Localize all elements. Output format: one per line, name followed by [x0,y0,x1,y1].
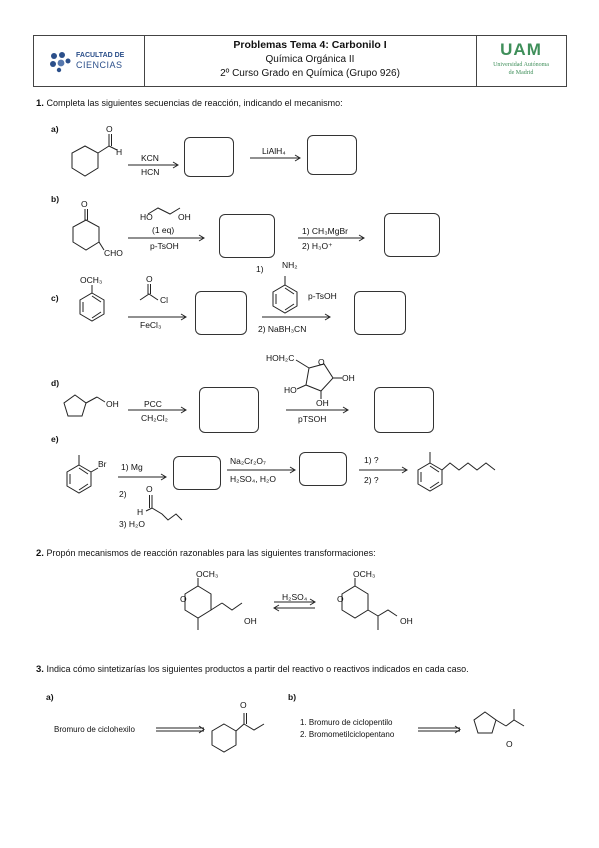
q1e-ald-o: O [146,484,153,494]
q3a-reactant: Bromuro de ciclohexilo [54,725,135,734]
q1e-label: e) [51,434,59,444]
q1a-atom-o: O [106,124,113,134]
q2-ome-right: OCH₃ [353,569,376,579]
q1c-ome: OCH₃ [80,275,103,285]
q1d-sugar-oh-right: OH [342,373,355,383]
q1d-sugar-ho-left: HO [284,385,297,395]
faculty-logo-line1: FACULTAD DE [76,52,125,59]
q1c-acyl-o: O [146,274,153,284]
q3a-label: a) [46,692,54,702]
q1b-answer-box-2[interactable] [384,213,440,257]
q1-number: 1. [36,98,44,109]
course-name: 2º Curso Grado en Química (Grupo 926) [220,68,400,79]
q2-oh-right: OH [400,616,413,626]
q1a-reagent2-top: LiAlH₄ [262,146,286,156]
q1e-ald-h: H [137,507,144,517]
q1e-br: Br [98,459,107,469]
q3b-reactant1: 1. Bromuro de ciclopentilo [300,718,393,727]
q1a-answer-box-1[interactable] [184,137,234,177]
q1d-sugar-o: O [318,357,325,367]
q1c-reagent2-cat: p-TsOH [308,291,337,301]
q2-o-left: O [180,594,187,604]
header-table: FACULTAD DE CIENCIAS Problemas Tema 4: C… [33,35,567,87]
q1d-label: d) [51,378,60,388]
q1b-group-cho: CHO [104,248,123,258]
q1d-sugar-oh-bottom: OH [316,398,329,408]
q1a-reagent1-bottom: HCN [141,167,160,177]
q1c-reagent2-step1: 1) [256,264,264,274]
q1d-reagent2-bottom: pTSOH [298,414,327,424]
q1e-reagent1-step1: 1) Mg [121,462,143,472]
q1b-label: b) [51,194,60,204]
q1b-reagent2-bottom: 2) H₃O⁺ [302,241,333,251]
q3b-o: O [506,739,513,749]
q3a-o: O [240,700,247,710]
q1e-reagent1-step2: 2) [119,489,127,499]
q1c-aniline-nh2: NH₂ [282,260,298,270]
q1-text: Completa las siguientes secuencias de re… [46,98,343,108]
q1b-answer-box-1[interactable] [219,214,275,258]
q2-oh-left: OH [244,616,257,626]
page-title: Problemas Tema 4: Carbonilo I [233,39,387,51]
q1d-sugar-hoh2c: HOH₂C [266,353,295,363]
q3-number: 3. [36,664,44,675]
q1c-reagent1-bottom: FeCl₃ [140,320,162,330]
q3-statement: 3. Indica cómo sintetizarías los siguien… [36,664,469,675]
q1b-reagent1-bottom: p-TsOH [150,241,179,251]
q3b-reactant2: 2. Bromometilciclopentano [300,730,395,739]
q1b-diol-ho: HO [140,212,153,222]
q1e-answer-box-2[interactable] [299,452,347,486]
q1e-reagent3-top: 1) ? [364,455,379,465]
q1a-answer-box-2[interactable] [307,135,357,175]
q2-text: Propón mecanismos de reacción razonables… [46,548,376,558]
q1e-answer-box-1[interactable] [173,456,221,490]
q1a-label: a) [51,124,59,134]
q2-number: 2. [36,548,44,559]
q2-o-right: O [337,594,344,604]
q1e-reagent3-bottom: 2) ? [364,475,379,485]
header-title-cell: Problemas Tema 4: Carbonilo I Química Or… [144,36,477,86]
q2-ome-left: OCH₃ [196,569,219,579]
q3b-label: b) [288,692,297,702]
uam-line2: de Madrid [508,70,534,76]
uam-logo-cell: UAM Universidad Autónoma de Madrid [476,36,566,86]
q1-statement: 1. Completa las siguientes secuencias de… [36,98,343,109]
faculty-logo-line2: CIENCIAS [76,60,123,70]
q1c-label: c) [51,293,59,303]
q3-text: Indica cómo sintetizarías los siguientes… [46,664,469,674]
q1e-reagent1-step3: 3) H₂O [119,519,145,529]
uam-logo: UAM [500,40,542,59]
faculty-logo-icon [50,52,71,73]
q1e-reagent2-top: Na₂Cr₂O₇ [230,456,266,466]
q1d-answer-box-2[interactable] [374,387,434,433]
q1c-acyl-cl: Cl [160,295,169,305]
q1b-reagent2-top: 1) CH₃MgBr [302,226,348,236]
q1d-reagent1-top: PCC [144,399,162,409]
q2-statement: 2. Propón mecanismos de reacción razonab… [36,548,376,559]
q1c-answer-box-1[interactable] [195,291,247,335]
q1d-oh: OH [106,399,119,409]
q1d-answer-box-1[interactable] [199,387,259,433]
q2-reagent: H₂SO₄ [282,592,308,602]
uam-line1: Universidad Autónoma [493,62,549,68]
faculty-logo-cell: FACULTAD DE CIENCIAS [34,36,145,86]
q1c-answer-box-2[interactable] [354,291,406,335]
subject-name: Química Orgánica II [265,54,355,65]
q1a-atom-h: H [116,147,123,157]
q1c-reagent2-step2: 2) NaBH₃CN [258,324,307,334]
q1a-reagent1-top: KCN [141,153,159,163]
q1b-atom-o: O [81,199,88,209]
q1d-reagent1-bottom: CH₂Cl₂ [141,413,168,423]
q1e-reagent2-bottom: H₂SO₄, H₂O [230,474,276,484]
q1b-diol-oh: OH [178,212,191,222]
q1b-reagent1-eq: (1 eq) [152,225,175,235]
